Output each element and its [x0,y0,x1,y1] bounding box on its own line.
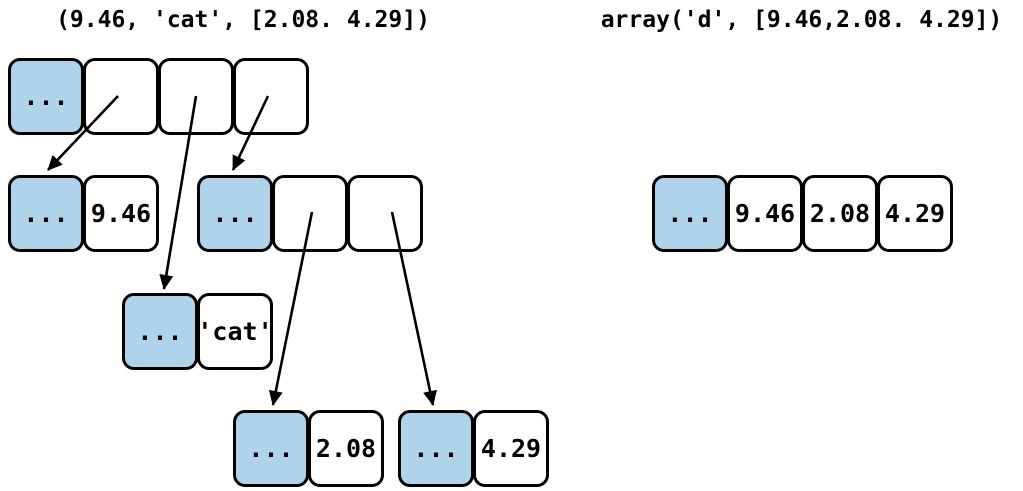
float-9-46-header-ref-cell: ... [8,175,84,252]
float-4-29-header-ref-cell: ... [398,410,474,487]
float-9-46-value-cell: 9.46 [83,175,159,252]
list-header-ref-cell: ... [197,175,273,252]
tuple-expression-title: (9.46, 'cat', [2.08. 4.29]) [56,7,430,33]
array-value-2-08-cell: 2.08 [802,175,878,252]
array-header-ref-cell: ... [652,175,728,252]
tuple-object-row: ... [8,58,309,135]
tuple-item2-pointer-cell [233,58,309,135]
float-2-08-object-row: ... 2.08 [233,410,384,487]
list-item1-pointer-cell [347,175,423,252]
str-cat-object-row: ... 'cat' [122,293,273,370]
tuple-item1-pointer-cell [158,58,234,135]
array-expression-title: array('d', [9.46,2.08. 4.29]) [600,7,1003,33]
float-4-29-object-row: ... 4.29 [398,410,549,487]
float-9-46-object-row: ... 9.46 [8,175,159,252]
array-value-9-46-cell: 9.46 [727,175,803,252]
list-item0-pointer-cell [272,175,348,252]
str-cat-header-ref-cell: ... [122,293,198,370]
tuple-item0-pointer-cell [83,58,159,135]
float-4-29-value-cell: 4.29 [473,410,549,487]
array-value-4-29-cell: 4.29 [877,175,953,252]
tuple-header-ref-cell: ... [8,58,84,135]
list-object-row: ... [197,175,423,252]
float-2-08-header-ref-cell: ... [233,410,309,487]
array-object-row: ... 9.46 2.08 4.29 [652,175,953,252]
float-2-08-value-cell: 2.08 [308,410,384,487]
str-cat-value-cell: 'cat' [197,293,273,370]
